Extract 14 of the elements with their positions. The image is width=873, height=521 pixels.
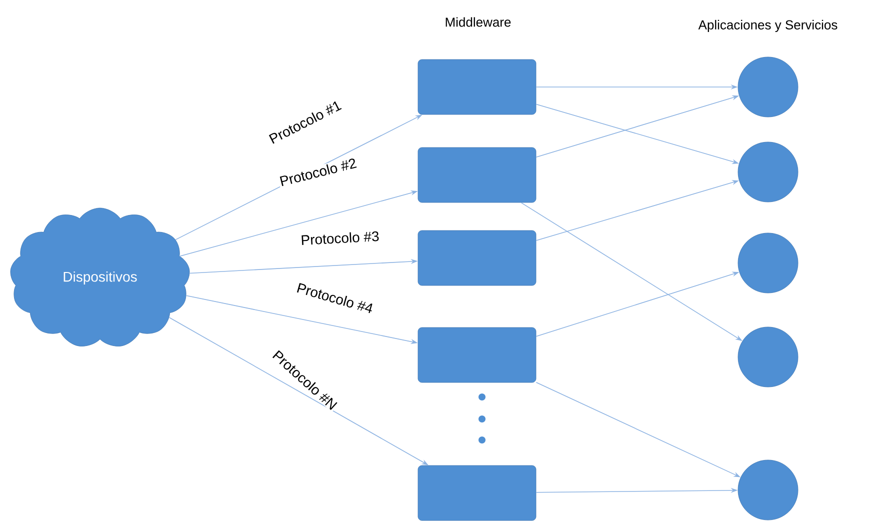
service-circle bbox=[738, 142, 798, 202]
column-heading: Aplicaciones y Servicios bbox=[698, 20, 838, 32]
middleware-box bbox=[418, 465, 536, 521]
service-circle bbox=[738, 326, 798, 388]
middleware-box bbox=[418, 147, 536, 203]
edge-label: Protocolo #2 bbox=[277, 156, 359, 188]
middleware-box bbox=[418, 59, 536, 115]
service-circle bbox=[738, 460, 798, 520]
service-circle bbox=[738, 232, 798, 294]
column-heading: Middleware bbox=[446, 17, 511, 27]
edge-label: Protocolo #3 bbox=[299, 230, 381, 246]
middleware-box bbox=[418, 327, 536, 383]
service-circle bbox=[738, 56, 798, 118]
middleware-box bbox=[418, 230, 536, 286]
